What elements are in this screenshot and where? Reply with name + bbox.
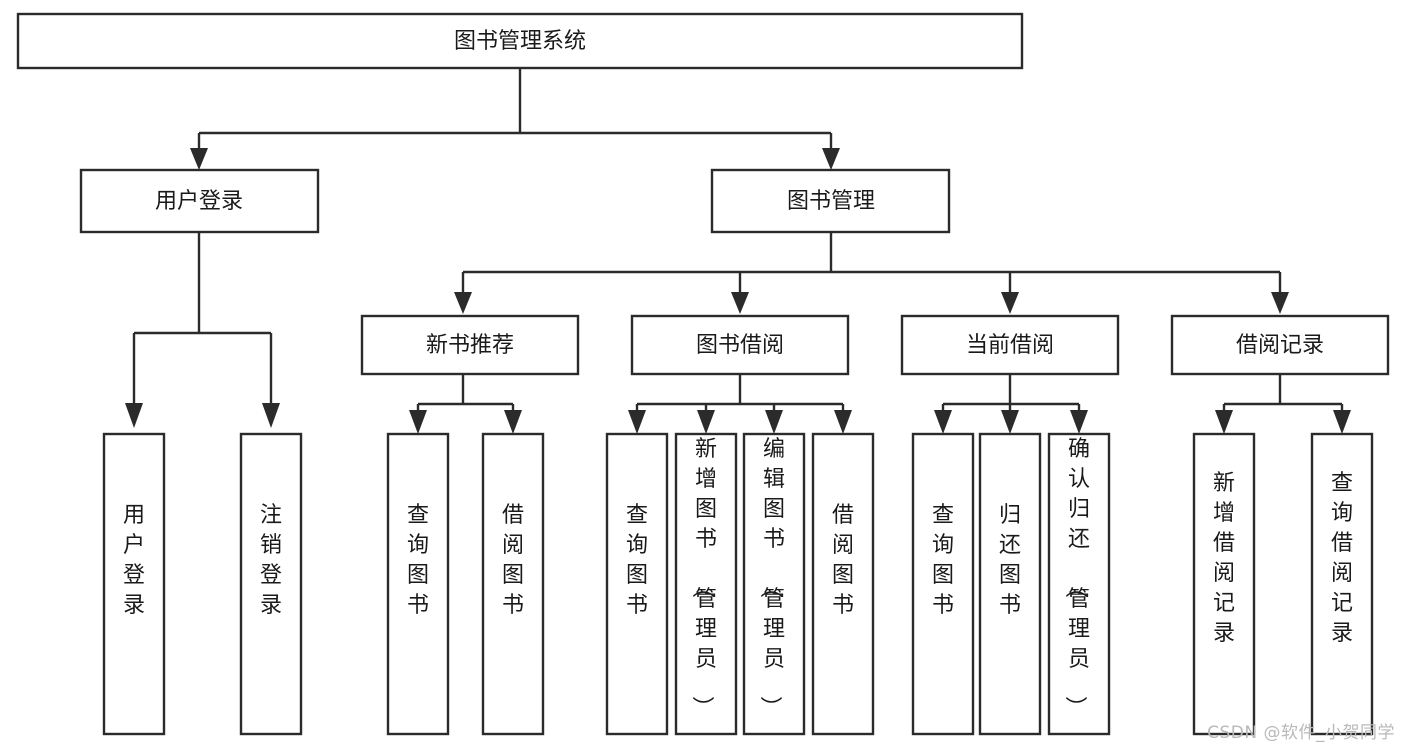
node-leaf-add-book-box[interactable] [674,432,738,736]
node-leaf-borrow-book-1-box[interactable] [481,432,545,736]
arrow-head-leaf-add-record [1215,410,1233,434]
node-leaf-query-book-3-label: 查询图书 [932,503,954,618]
node-leaf-return-book-box[interactable] [978,432,1042,736]
node-borrow-record-label: 借阅记录 [1236,333,1324,358]
node-book-borrow[interactable]: 图书借阅 [630,314,850,376]
node-leaf-borrow-book-2-box[interactable] [811,432,875,736]
arrow-head-leaf-return-book [1001,410,1019,434]
arrow-head-leaf-add-book [697,410,715,434]
node-leaf-add-record-box[interactable] [1192,432,1256,736]
node-new-book-rec-label: 新书推荐 [426,333,514,358]
connector-group-book-borrow [628,374,852,434]
node-user-login-label: 用户登录 [155,189,243,214]
node-leaf-query-book-2[interactable]: 查询图书 [605,432,669,736]
node-leaf-query-book-2-box[interactable] [605,432,669,736]
arrow-head-leaf-logout [262,403,280,428]
node-leaf-add-record-label: 新增借阅记录 [1213,471,1235,646]
node-user-login[interactable]: 用户登录 [79,168,320,234]
node-leaf-edit-book-box[interactable] [742,432,806,736]
arrow-head-user-login [190,148,208,170]
node-leaf-return-book[interactable]: 归还图书 [978,432,1042,736]
node-leaf-user-login-label: 用户登录 [123,503,145,618]
connector-group-borrow-record [1215,374,1351,434]
node-leaf-confirm-return[interactable]: 确认归还（管理员） [1047,432,1111,736]
node-current-borrow-label: 当前借阅 [966,333,1054,358]
node-leaf-edit-book[interactable]: 编辑图书（管理员） [742,432,806,736]
node-leaf-query-book-1-label: 查询图书 [407,503,429,618]
node-leaf-query-book-1-box[interactable] [386,432,450,736]
node-leaf-confirm-return-label: 确认归还（管理员） [1062,437,1090,718]
node-borrow-record-box[interactable] [1170,314,1390,376]
connector-group-new-book-rec [409,374,522,434]
node-leaf-logout-box[interactable] [239,432,303,736]
node-root-box[interactable] [16,12,1024,70]
node-leaf-user-login-box[interactable] [102,432,166,736]
node-new-book-rec-box[interactable] [360,314,580,376]
node-root[interactable]: 图书管理系统 [16,12,1024,70]
arrow-head-new-book-rec [454,292,472,314]
arrow-head-leaf-query-book-2 [628,410,646,434]
arrow-head-leaf-user-login [125,403,143,428]
node-root-label: 图书管理系统 [454,29,586,54]
node-book-borrow-label: 图书借阅 [696,333,784,358]
node-leaf-query-book-3-box[interactable] [911,432,975,736]
arrow-head-leaf-query-book-3 [934,410,952,434]
node-leaf-query-record-label: 查询借阅记录 [1331,471,1353,646]
node-leaf-edit-book-label: 编辑图书（管理员） [757,437,785,718]
arrow-head-current-borrow [1001,292,1019,314]
node-leaf-query-record-box[interactable] [1310,432,1374,736]
node-leaf-borrow-book-1-label: 借阅图书 [502,503,524,618]
node-book-borrow-box[interactable] [630,314,850,376]
arrow-head-leaf-confirm-return [1070,410,1088,434]
node-leaf-logout-label: 注销登录 [260,503,282,618]
node-new-book-rec[interactable]: 新书推荐 [360,314,580,376]
node-user-login-box[interactable] [79,168,320,234]
connector-group-current-borrow [934,374,1088,434]
node-book-manage-label: 图书管理 [787,189,875,214]
arrow-head-leaf-borrow-book-1 [504,410,522,434]
node-borrow-record[interactable]: 借阅记录 [1170,314,1390,376]
node-leaf-query-book-1[interactable]: 查询图书 [386,432,450,736]
arrow-head-leaf-query-book-1 [409,410,427,434]
connector-group-user-login [125,232,280,428]
node-current-borrow-box[interactable] [900,314,1120,376]
node-leaf-query-book-3[interactable]: 查询图书 [911,432,975,736]
node-leaf-query-book-2-label: 查询图书 [626,503,648,618]
arrow-head-book-manage [822,148,840,170]
node-leaf-borrow-book-2[interactable]: 借阅图书 [811,432,875,736]
arrow-head-borrow-record [1271,292,1289,314]
node-leaf-add-record[interactable]: 新增借阅记录 [1192,432,1256,736]
node-leaf-return-book-label: 归还图书 [999,503,1021,618]
connector-group-root [190,68,840,170]
node-leaf-confirm-return-box[interactable] [1047,432,1111,736]
node-leaf-add-book-label: 新增图书（管理员） [689,437,717,718]
arrow-head-book-borrow [731,292,749,314]
arrow-head-leaf-borrow-book-2 [834,410,852,434]
node-leaf-add-book[interactable]: 新增图书（管理员） [674,432,738,736]
csdn-watermark: CSDN @软件_小贺同学 [1207,723,1395,743]
node-book-manage[interactable]: 图书管理 [710,168,951,234]
node-leaf-query-record[interactable]: 查询借阅记录 [1310,432,1374,736]
node-leaf-borrow-book-2-label: 借阅图书 [832,503,854,618]
node-book-manage-box[interactable] [710,168,951,234]
node-leaf-borrow-book-1[interactable]: 借阅图书 [481,432,545,736]
node-current-borrow[interactable]: 当前借阅 [900,314,1120,376]
arrow-head-leaf-query-record [1333,410,1351,434]
node-leaf-user-login[interactable]: 用户登录 [102,432,166,736]
node-leaf-logout[interactable]: 注销登录 [239,432,303,736]
connector-group-book-manage [454,232,1289,314]
arrow-head-leaf-edit-book [765,410,783,434]
